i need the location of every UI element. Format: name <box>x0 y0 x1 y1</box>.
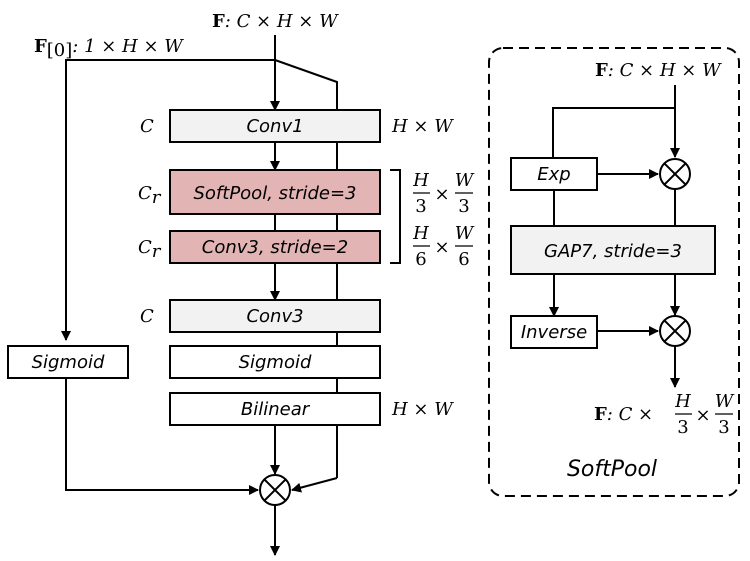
gap-label: GAP7, stride=3 <box>544 241 682 262</box>
svg-text:F: C ×: F: C × <box>594 404 653 425</box>
conv3-block <box>169 299 381 333</box>
multiply-icon <box>259 474 291 506</box>
panel-multiply-icon-2 <box>659 315 691 347</box>
side-input-arrow <box>61 59 275 341</box>
svg-text:W: W <box>715 391 735 412</box>
softpool-panel-input-label: F: C × H × W <box>595 60 722 81</box>
svg-text:×: × <box>434 184 449 205</box>
svg-text:F: C × H × W: F: C × H × W <box>212 11 339 32</box>
svg-text:×: × <box>434 237 449 258</box>
svg-text:×: × <box>695 405 710 426</box>
sigmoid-center-block <box>169 345 381 379</box>
svg-text:W: W <box>455 223 475 244</box>
conv3-channel-label: C <box>140 306 154 327</box>
sigmoid-left-to-multiply-arrow <box>65 378 259 495</box>
bilinear-block <box>169 392 381 426</box>
side-input-label: F[0]: 1 × H × W <box>34 36 184 61</box>
svg-text:3: 3 <box>677 417 688 438</box>
gap-block <box>510 225 716 275</box>
svg-text:H: H <box>674 391 691 412</box>
panel-branch-line <box>552 107 675 158</box>
conv1-label: Conv1 <box>246 116 303 137</box>
main-input-label: F: C × H × W <box>212 11 339 32</box>
svg-text:6: 6 <box>458 249 469 270</box>
svg-text:3: 3 <box>458 196 469 217</box>
svg-text:Cr: Cr <box>138 183 162 208</box>
svg-text:Cr: Cr <box>138 237 162 262</box>
svg-text:3: 3 <box>718 417 729 438</box>
bracket <box>390 169 401 264</box>
inverse-label: Inverse <box>521 322 587 343</box>
bilinear-size-label: H × W <box>391 399 454 420</box>
softpool-label: SoftPool, stride=3 <box>193 183 356 204</box>
softpool-channel-label: Cr <box>138 183 162 208</box>
exp-label: Exp <box>537 164 570 185</box>
softpool-size-label: H 3 × W 3 <box>412 170 475 217</box>
svg-text:6: 6 <box>415 249 426 270</box>
svg-text:F: C × H × W: F: C × H × W <box>595 60 722 81</box>
conv1-channel-label: C <box>140 116 154 137</box>
sigmoid-center-label: Sigmoid <box>239 352 312 373</box>
svg-text:3: 3 <box>415 196 426 217</box>
conv3-stride-block <box>169 230 381 264</box>
svg-text:H: H <box>412 223 429 244</box>
inverse-block <box>510 315 598 349</box>
bilinear-label: Bilinear <box>241 399 311 420</box>
conv3-stride-size-label: H 6 × W 6 <box>412 223 475 270</box>
conv1-size-label: H × W <box>391 116 454 137</box>
svg-text:W: W <box>455 170 475 191</box>
panel-multiply-icon-1 <box>659 158 691 190</box>
skip-to-multiply-arrow <box>291 477 338 493</box>
conv1-block <box>169 109 381 143</box>
softpool-panel-output-label: F: C × H 3 × W 3 <box>594 391 735 438</box>
svg-text:F[0]: 1 × H × W: F[0]: 1 × H × W <box>34 36 184 61</box>
softpool-panel <box>488 47 740 497</box>
sigmoid-left-block <box>7 345 129 379</box>
conv3-stride-channel-label: Cr <box>138 237 162 262</box>
conv3-stride-label: Conv3, stride=2 <box>202 237 348 258</box>
svg-text:H: H <box>412 170 429 191</box>
conv3-label: Conv3 <box>246 306 303 327</box>
softpool-panel-title: SoftPool <box>567 457 657 482</box>
sigmoid-left-label: Sigmoid <box>32 352 105 373</box>
